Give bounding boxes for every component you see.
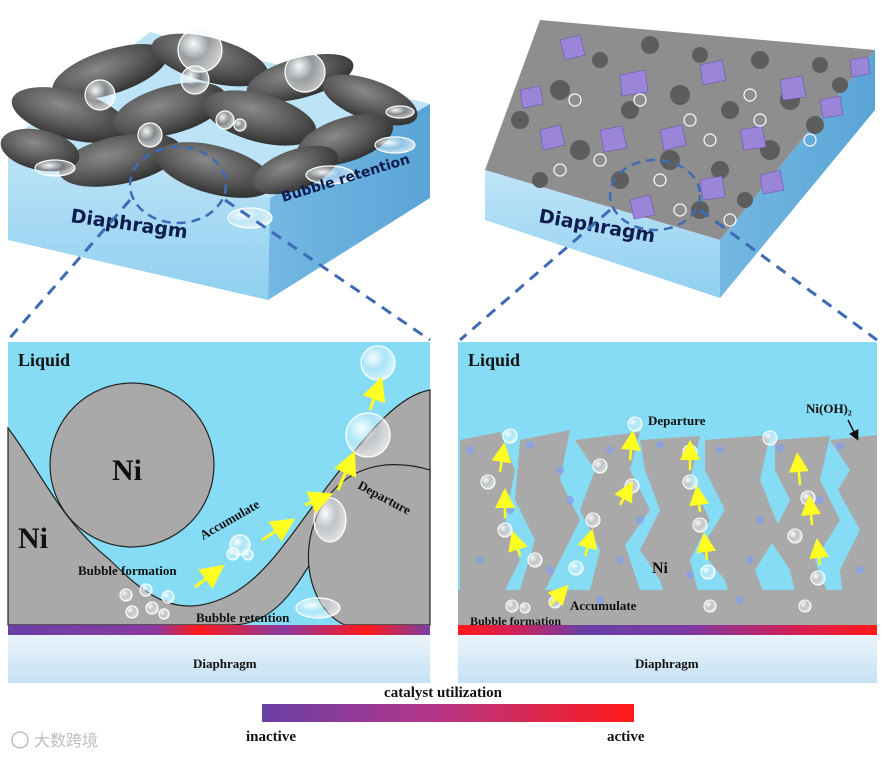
right-panel-bubbles (480, 416, 826, 614)
right-liquid-label: Liquid (468, 350, 520, 370)
watermark-text: 大数跨境 (34, 731, 98, 750)
porous-foam-texture (511, 36, 848, 219)
left-diaphragm-label: Diaphragm (193, 656, 257, 671)
right-diaphragm-label: Diaphragm (635, 656, 699, 671)
right-nioh2-label: Ni(OH)₂ (806, 401, 852, 416)
left-bubble-formation-label: Bubble formation (78, 563, 177, 578)
legend-low-label: inactive (246, 729, 296, 745)
zoom-circle-left (128, 145, 228, 225)
mesh-bubbles (34, 27, 416, 229)
utilization-line-left (8, 625, 430, 635)
watermark-logo-icon (11, 731, 29, 749)
zoom-connector-lines (6, 198, 878, 342)
ni-wire-circle (49, 382, 215, 548)
right-panel-arrows (491, 430, 830, 607)
right-ni-label: Ni (652, 560, 669, 577)
nioh2-pointer (847, 419, 859, 441)
left-liquid-label: Liquid (18, 350, 70, 370)
utilization-line-right (458, 625, 877, 635)
left-ni-circle-label: Ni (112, 454, 142, 487)
right-departure-label: Departure (648, 413, 706, 428)
diaphragm-strip-right (458, 635, 877, 683)
left-panel-arrows (194, 376, 386, 589)
nioh2-flakes (519, 34, 871, 220)
diaphragm-strip-left (8, 635, 430, 683)
right-cross-section-panel: Liquid Departure Ni(OH)₂ Ni Accumulate B… (458, 342, 877, 683)
top-right-3d-block: Diaphragm (485, 20, 875, 298)
top-left-3d-block: Diaphragm Bubble retention (0, 27, 430, 300)
left-ni-big-label: Ni (18, 522, 48, 555)
legend-colorbar (262, 704, 634, 722)
utilization-legend: catalyst utilization inactive active (246, 685, 645, 745)
watermark: 大数跨境 (11, 731, 98, 750)
right-bubble-formation-label: Bubble formation (470, 614, 561, 628)
right-accumulate-label: Accumulate (570, 598, 637, 613)
legend-title: catalyst utilization (384, 685, 503, 701)
left-bubble-retention-label: Bubble retention (196, 610, 290, 625)
legend-high-label: active (607, 729, 645, 745)
zoom-circle-right (608, 158, 702, 232)
left-cross-section-panel: Liquid Ni Ni Accumulate Departure Bubble… (7, 342, 431, 683)
diaphragm-front-face-right (485, 170, 720, 298)
ni-mesh-weave (0, 33, 418, 198)
foam-bubbles (553, 88, 817, 227)
